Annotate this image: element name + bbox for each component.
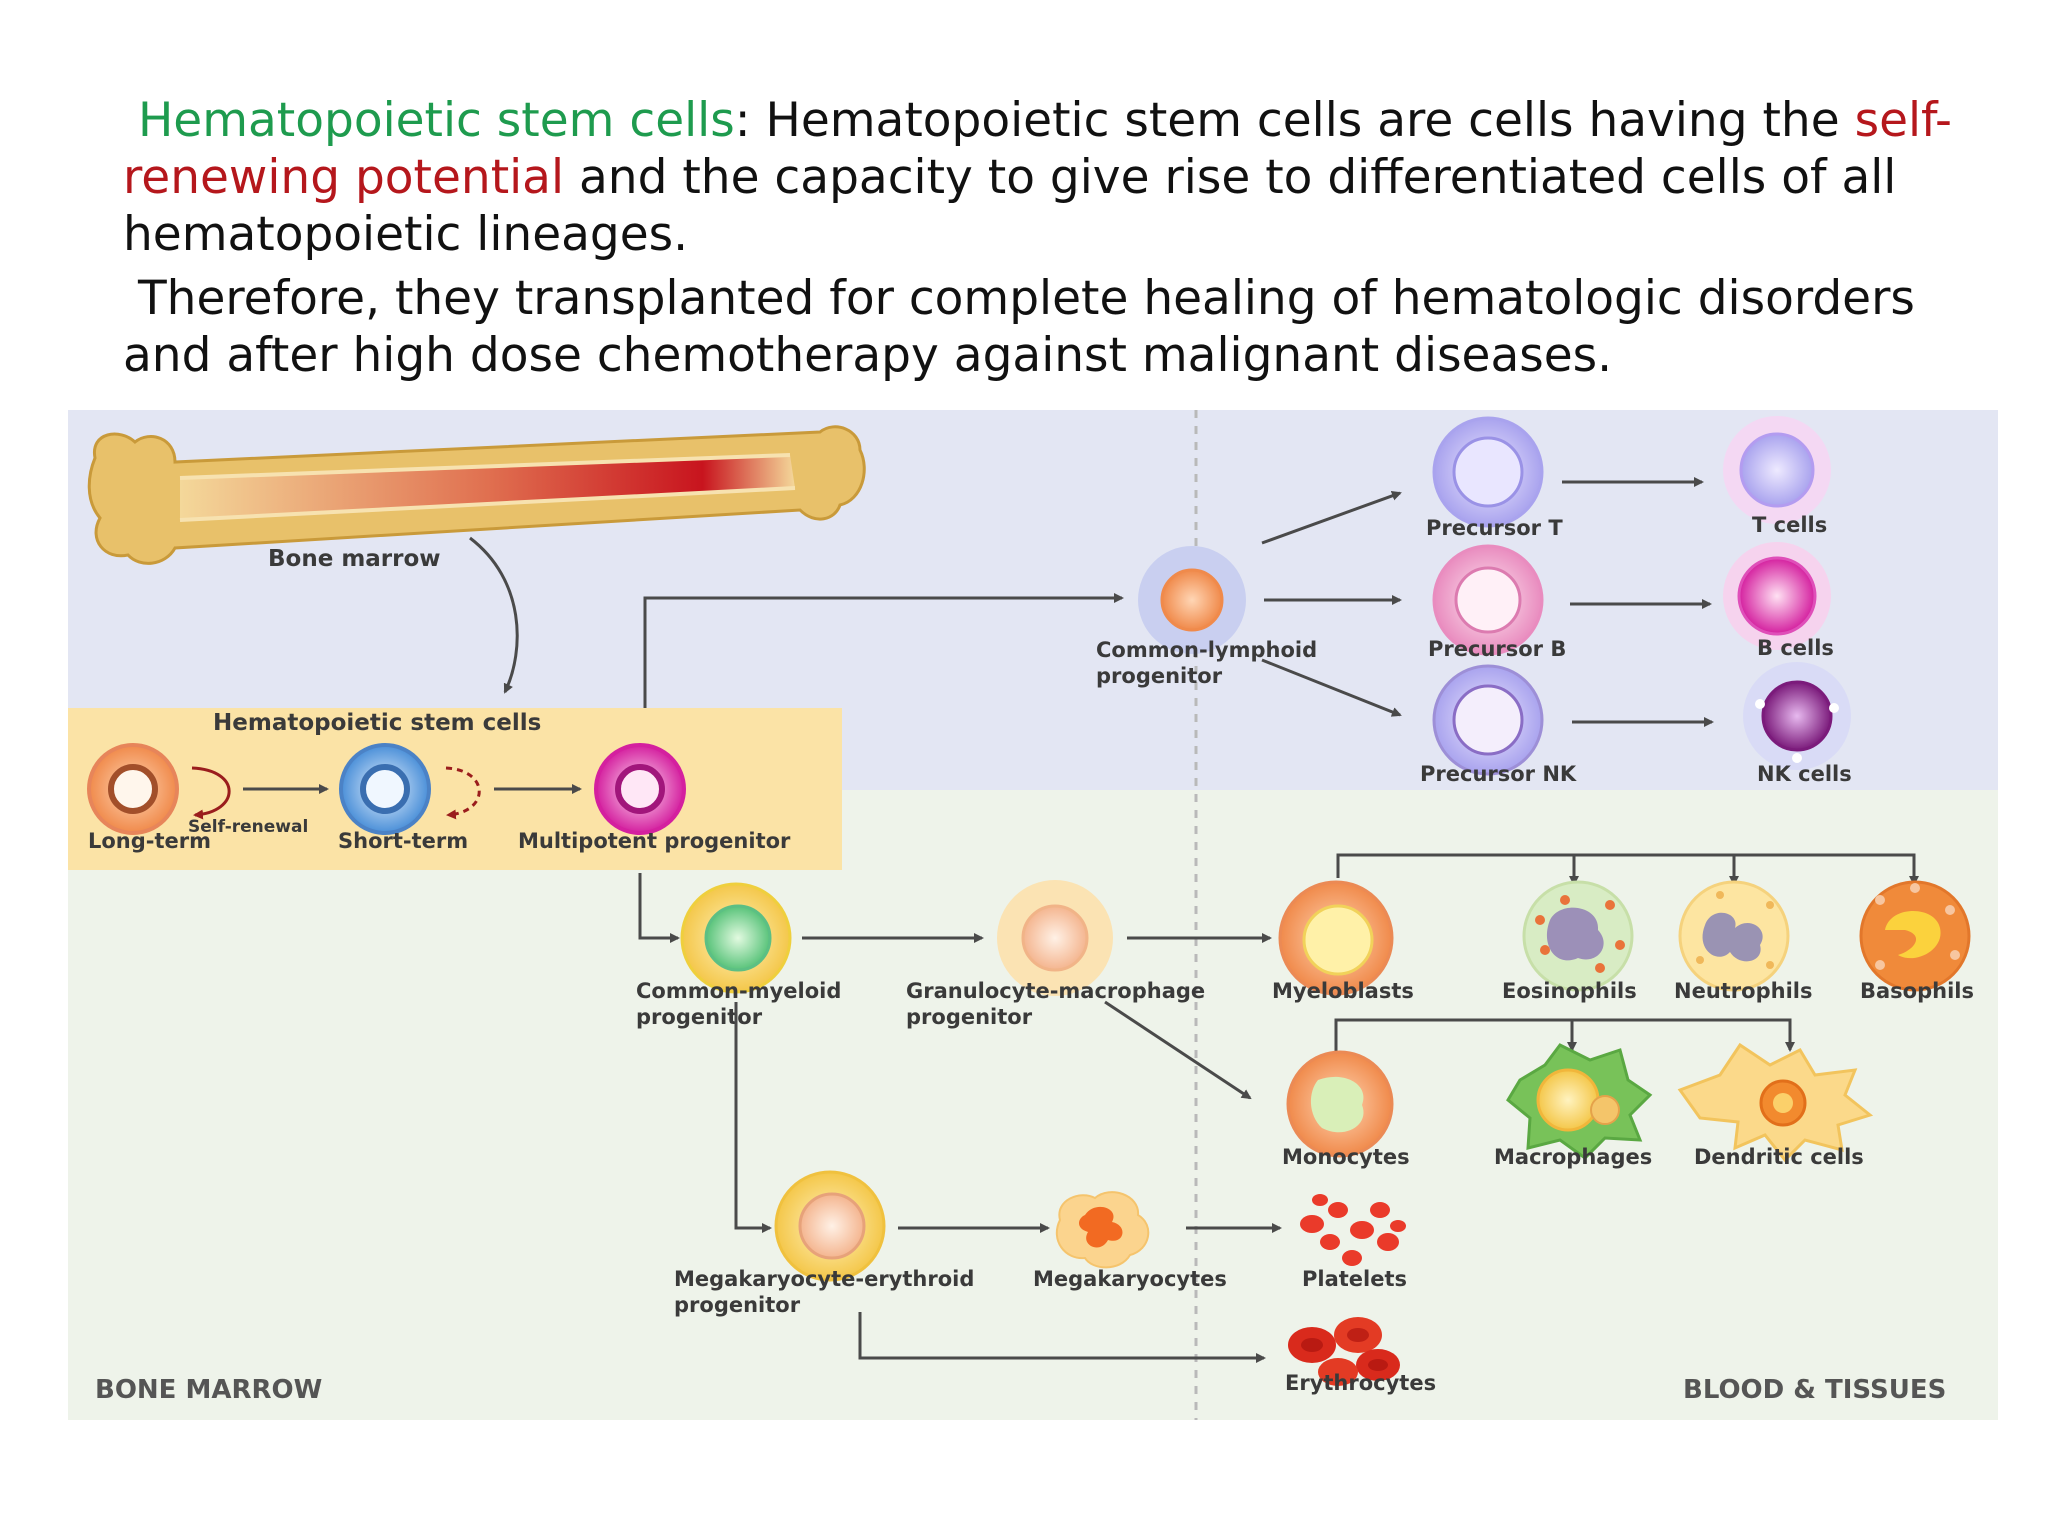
gmp-cell xyxy=(1021,904,1089,972)
label-myeloblasts: Myeloblasts xyxy=(1272,979,1414,1003)
basophil-cell xyxy=(1859,880,1971,992)
label-mep-2: progenitor xyxy=(674,1293,801,1317)
arrow-cmp-to-mep xyxy=(734,1002,772,1233)
label-macrophages: Macrophages xyxy=(1494,1145,1652,1169)
label-t-cells: T cells xyxy=(1752,513,1827,537)
label-basophils: Basophils xyxy=(1860,979,1974,1003)
arrow-clp-to-pt xyxy=(1261,491,1402,545)
arrow-myelo-to-baso xyxy=(1336,853,1919,886)
hsc-box xyxy=(68,708,842,870)
self-renewal-arrow-2 xyxy=(445,766,481,820)
erythrocytes-cluster xyxy=(1288,1317,1400,1386)
arrow-mpp-to-cmp xyxy=(638,873,680,943)
intro-paragraph: Hematopoietic stem cells: Hematopoietic … xyxy=(123,92,1963,263)
precursor-nk-nucleus xyxy=(1452,684,1524,756)
platelets-cluster xyxy=(1300,1194,1406,1266)
label-self-renewal: Self-renewal xyxy=(188,817,308,837)
dendritic-nucleolus xyxy=(1773,1093,1793,1113)
label-monocytes: Monocytes xyxy=(1282,1145,1410,1169)
macrophage-nucleus xyxy=(1536,1068,1600,1132)
eosinophil-nucleus xyxy=(1546,907,1604,961)
basophil-granules xyxy=(1875,883,1960,970)
mep-nucleus xyxy=(798,1192,866,1260)
label-cmp-2: progenitor xyxy=(636,1005,763,1029)
megakaryocyte-nucleus xyxy=(1079,1206,1123,1248)
short-term-nucleus xyxy=(360,764,410,814)
label-mep-1: Megakaryocyte-erythroid xyxy=(674,1267,974,1291)
nk-granule xyxy=(1829,703,1839,713)
arrow-gmp-to-mono xyxy=(1104,1000,1252,1100)
intro-text-2: and the capacity to give rise to differe… xyxy=(123,150,1897,262)
arrow-mono-to-dendritic xyxy=(1334,1018,1795,1058)
precursor-b-nucleus xyxy=(1454,566,1522,634)
arrow-mpp-to-clp xyxy=(643,593,1124,708)
arrow-clp-to-pnk xyxy=(1261,658,1402,717)
label-short-term: Short-term xyxy=(338,829,468,853)
label-megakaryocytes: Megakaryocytes xyxy=(1033,1267,1227,1291)
cmp-nucleus xyxy=(704,904,772,972)
label-clp-1: Common-lymphoid xyxy=(1096,638,1317,662)
term-self-renewing: self-renewing potential xyxy=(123,93,1952,205)
label-precursor-t: Precursor T xyxy=(1426,516,1563,540)
label-gmp-2: progenitor xyxy=(906,1005,1033,1029)
therapy-paragraph: Therefore, they transplanted for complet… xyxy=(123,270,1963,384)
intro-text-1: : Hematopoietic stem cells are cells hav… xyxy=(734,93,1855,148)
self-renewal-arrow-1 xyxy=(191,766,231,820)
multipotent-nucleus xyxy=(615,764,665,814)
label-eosinophils: Eosinophils xyxy=(1502,979,1637,1003)
label-gmp-1: Granulocyte-macrophage xyxy=(906,979,1205,1003)
label-hsc-title: Hematopoietic stem cells xyxy=(213,710,541,736)
arrow-bone-to-hsc xyxy=(469,536,519,694)
label-multipotent: Multipotent progenitor xyxy=(518,829,791,853)
zone-label-blood-tissues: BLOOD & TISSUES xyxy=(1683,1375,1946,1405)
label-clp-2: progenitor xyxy=(1096,664,1223,688)
label-dendritic: Dendritic cells xyxy=(1694,1145,1864,1169)
label-platelets: Platelets xyxy=(1302,1267,1407,1291)
bone-illustration xyxy=(87,425,866,565)
clp-cell xyxy=(1160,568,1224,632)
nk-cell xyxy=(1761,680,1833,752)
zone-label-bone-marrow: BONE MARROW xyxy=(95,1375,322,1405)
basophil-nucleus xyxy=(1885,910,1941,959)
b-cell xyxy=(1737,556,1817,636)
label-precursor-b: Precursor B xyxy=(1428,637,1566,661)
label-neutrophils: Neutrophils xyxy=(1674,979,1812,1003)
label-precursor-nk: Precursor NK xyxy=(1420,762,1577,786)
label-bone-marrow: Bone marrow xyxy=(268,546,441,572)
myeloblast-nucleus xyxy=(1302,904,1374,976)
nk-granule xyxy=(1755,699,1765,709)
macrophage-vacuole xyxy=(1590,1095,1620,1125)
label-long-term: Long-term xyxy=(88,829,211,853)
therapy-text: Therefore, they transplanted for complet… xyxy=(123,271,1915,383)
label-nk-cells: NK cells xyxy=(1757,762,1852,786)
term-hsc: Hematopoietic stem cells xyxy=(137,93,735,148)
neutrophil-granules xyxy=(1696,891,1774,969)
eosinophil-granules xyxy=(1535,895,1625,973)
long-term-nucleus xyxy=(108,764,158,814)
t-cell xyxy=(1739,432,1815,508)
nk-granule xyxy=(1792,753,1802,763)
precursor-t-nucleus xyxy=(1452,436,1524,508)
arrow-mep-to-erythro xyxy=(858,1312,1266,1363)
neutrophil-nucleus xyxy=(1702,912,1763,962)
label-b-cells: B cells xyxy=(1757,636,1834,660)
monocyte-nucleus xyxy=(1310,1076,1364,1133)
label-cmp-1: Common-myeloid xyxy=(636,979,841,1003)
label-erythrocytes: Erythrocytes xyxy=(1285,1371,1436,1395)
